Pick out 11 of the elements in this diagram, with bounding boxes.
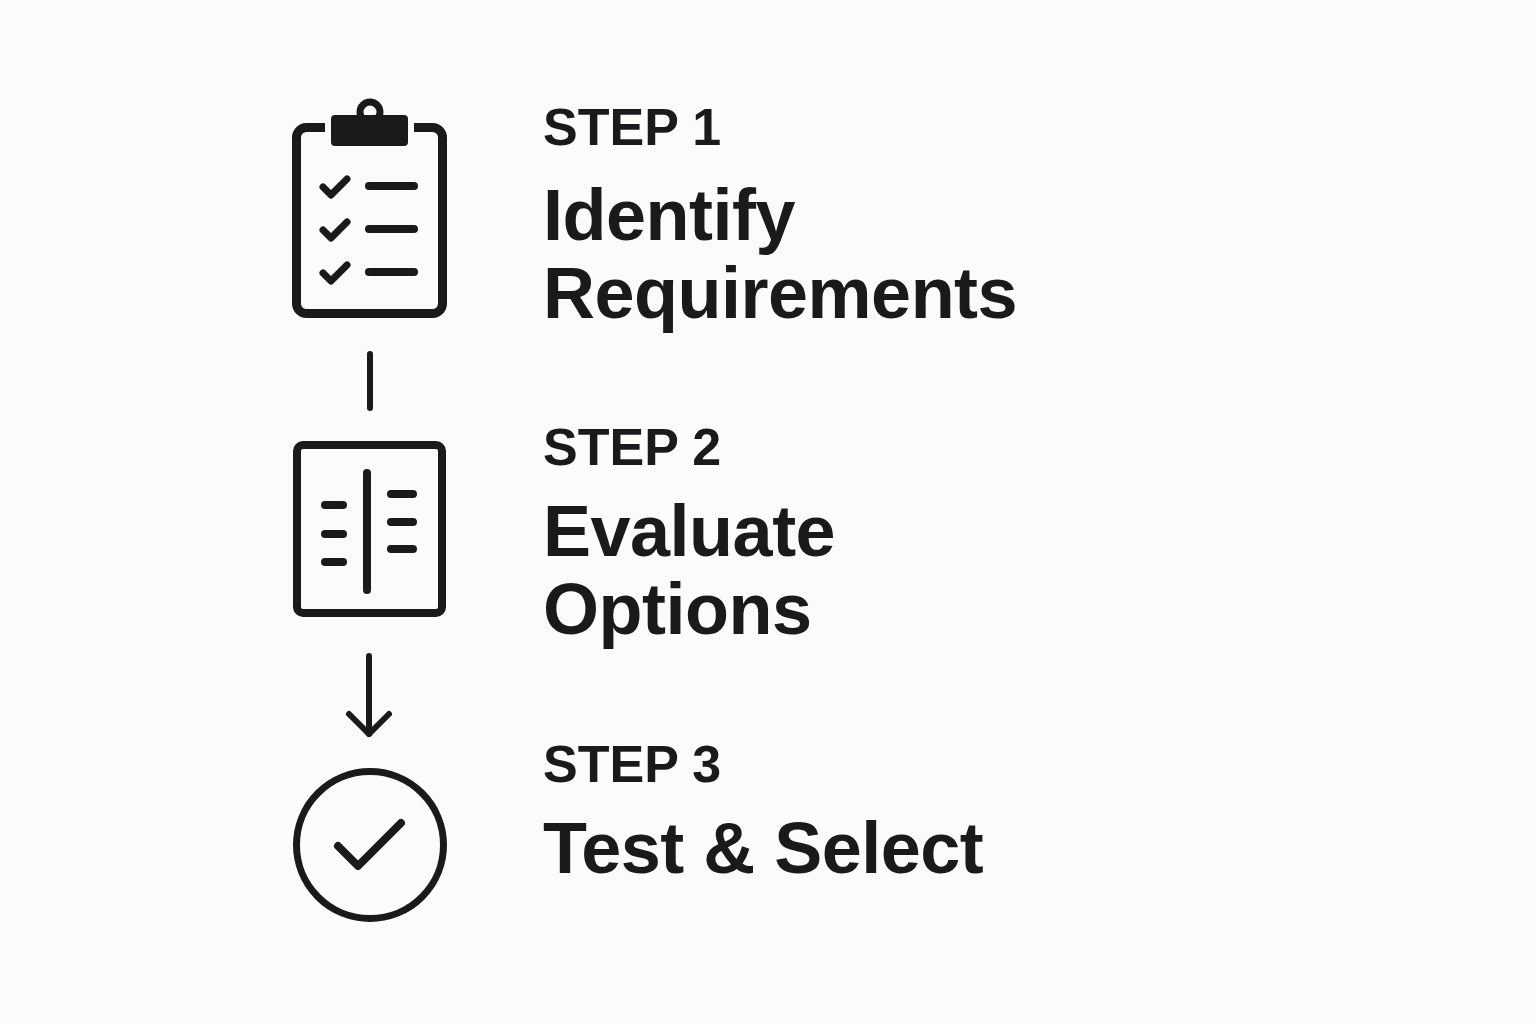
step-label: STEP 2	[543, 421, 722, 473]
step-title: Evaluate Options	[543, 492, 837, 648]
document-icon	[292, 440, 446, 618]
step-title: Test & Select	[543, 809, 985, 887]
clipboard-icon	[291, 97, 449, 319]
step-label: STEP 3	[543, 738, 722, 790]
step-title: Identify Requirements	[543, 176, 1019, 332]
step-label: STEP 1	[543, 101, 722, 153]
check-circle-icon	[292, 767, 448, 923]
arrow	[346, 653, 392, 737]
connector-line	[367, 351, 373, 411]
